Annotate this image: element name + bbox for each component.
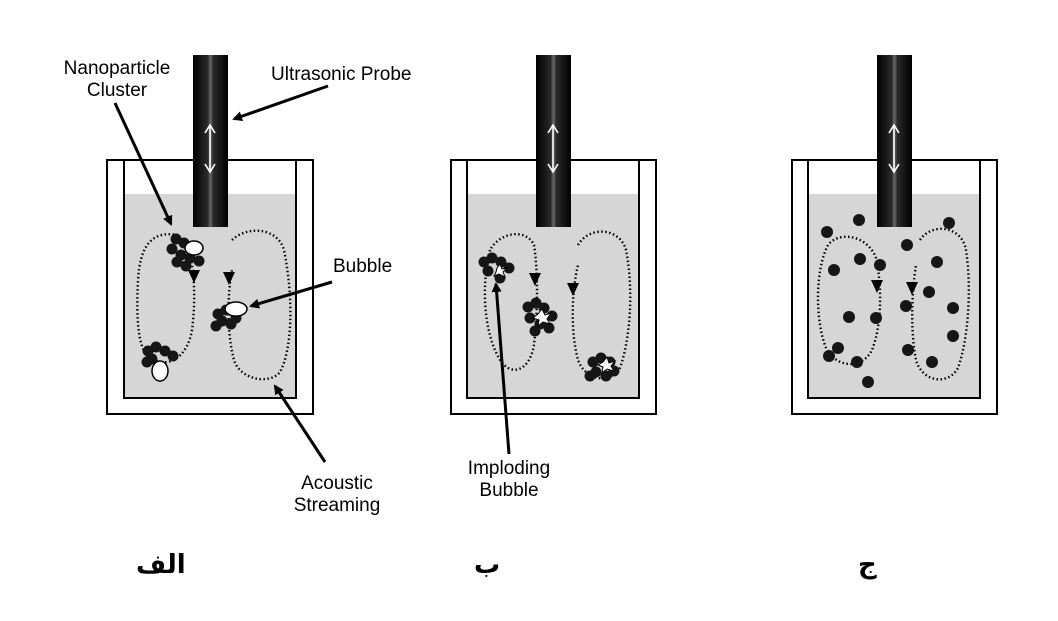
- imploding-bubble-burst: [531, 308, 553, 328]
- nanoparticle-cluster: [166, 233, 205, 272]
- arrow-imploding-bubble: [491, 282, 511, 455]
- label-acoustic-streaming: Acoustic Streaming: [276, 473, 398, 517]
- nanoparticle-cluster: [141, 341, 179, 368]
- panel-label-a: الف: [136, 550, 186, 580]
- arrow-nanoparticle-cluster: [113, 102, 173, 226]
- dispersed-nanoparticles: [821, 214, 959, 388]
- label-imploding-bubble: Imploding Bubble: [448, 458, 570, 502]
- stream-arrow: [188, 270, 200, 283]
- acoustic-streaming-loops: [136, 229, 292, 381]
- ultrasonic-probe: [536, 55, 571, 227]
- ultrasonic-probe: [193, 55, 228, 227]
- label-acoustic-streaming-line2: Streaming: [293, 495, 381, 516]
- stream-arrow: [567, 283, 579, 296]
- label-nanoparticle-cluster: Nanoparticle Cluster: [48, 58, 186, 102]
- imploding-bubble-burst: [596, 355, 617, 375]
- nanoparticle-cluster: [478, 252, 515, 284]
- bubble: [224, 301, 248, 317]
- bubble: [151, 360, 169, 382]
- panel-label-b: ب: [474, 550, 501, 580]
- label-imploding-bubble-line2: Bubble: [479, 480, 539, 501]
- imploding-bubble-burst: [492, 262, 509, 279]
- panel-c: [791, 55, 998, 415]
- bubble: [184, 240, 204, 256]
- leader-arrows: [113, 84, 333, 463]
- ultrasonic-probe: [877, 55, 912, 227]
- stream-arrow: [906, 282, 918, 295]
- stream-arrow: [529, 273, 541, 286]
- arrow-ultrasonic-probe: [232, 84, 329, 122]
- leader-arrows: [491, 282, 511, 455]
- panel-a: [106, 55, 314, 415]
- stream-arrow: [223, 272, 235, 285]
- acoustic-streaming-loops: [816, 227, 970, 381]
- label-nanoparticle-cluster-line1: Nanoparticle: [63, 58, 171, 79]
- panel-b: [450, 55, 657, 415]
- arrow-bubble: [249, 280, 333, 309]
- acoustic-streaming-loops: [483, 230, 632, 380]
- panel-label-c: ج: [858, 550, 877, 580]
- stream-arrow: [871, 280, 883, 293]
- label-ultrasonic-probe: Ultrasonic Probe: [271, 64, 412, 85]
- label-acoustic-streaming-line1: Acoustic: [301, 473, 373, 494]
- arrow-acoustic-streaming: [273, 384, 327, 463]
- label-imploding-bubble-line1: Imploding: [467, 458, 551, 479]
- label-bubble: Bubble: [333, 256, 393, 277]
- label-nanoparticle-cluster-line2: Cluster: [86, 80, 148, 101]
